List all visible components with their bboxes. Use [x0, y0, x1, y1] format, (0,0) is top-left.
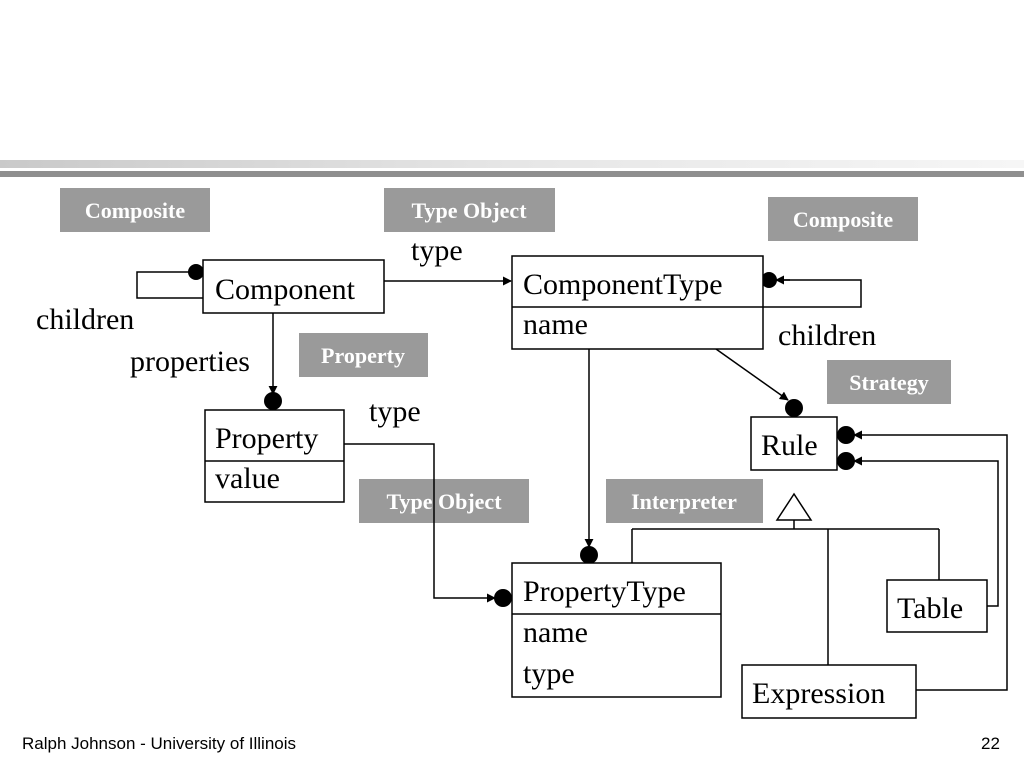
class-componenttype-name: ComponentType [523, 268, 723, 301]
label-component-type: type [411, 234, 463, 267]
badge-type-object-top: Type Object [384, 188, 555, 232]
badge-strategy-label: Strategy [849, 370, 928, 395]
header-rule [0, 160, 1024, 177]
componenttype-to-rule-line [715, 348, 789, 401]
property-to-propertytype-line [344, 443, 496, 603]
badge-property: Property [299, 333, 428, 377]
class-componenttype-attr-name: name [523, 308, 588, 341]
component-children-loop [136, 271, 203, 299]
class-componenttype[interactable]: ComponentType name [511, 255, 764, 350]
badge-composite-left-label: Composite [85, 198, 185, 223]
badge-type-object-bottom-label: Type Object [386, 489, 502, 514]
class-expression-name: Expression [752, 677, 885, 710]
class-expression[interactable]: Expression [741, 664, 917, 719]
class-propertytype-attr-name: name [523, 616, 588, 649]
badge-strategy: Strategy [827, 360, 951, 404]
footer-author: Ralph Johnson - University of Illinois [22, 734, 297, 753]
badge-composite-right: Composite [768, 197, 918, 241]
class-table[interactable]: Table [886, 579, 988, 633]
role-dots [188, 264, 855, 607]
badge-type-object-bottom: Type Object [359, 479, 529, 523]
class-propertytype[interactable]: PropertyType name type [511, 562, 722, 698]
badge-composite-right-label: Composite [793, 207, 893, 232]
label-property-type: type [369, 395, 421, 428]
connectors [136, 271, 1008, 691]
label-component-children: children [36, 303, 134, 336]
class-component[interactable]: Component [202, 259, 385, 314]
class-table-name: Table [897, 592, 963, 625]
class-property-attr-value: value [215, 462, 280, 495]
rule-inheritance-tree [631, 520, 940, 665]
badge-composite-left: Composite [60, 188, 210, 232]
class-property[interactable]: Property value [204, 409, 345, 503]
page-number: 22 [981, 734, 1000, 753]
badge-property-label: Property [321, 343, 405, 368]
class-propertytype-attr-type: type [523, 657, 575, 690]
generalization-triangle [775, 492, 813, 521]
badge-type-object-top-label: Type Object [411, 198, 527, 223]
badge-interpreter: Interpreter [606, 479, 763, 523]
class-component-name: Component [215, 273, 356, 306]
class-property-name: Property [215, 422, 318, 455]
class-rule[interactable]: Rule [750, 416, 838, 471]
badge-interpreter-label: Interpreter [631, 489, 737, 514]
expression-to-rule-line [853, 430, 1008, 691]
class-propertytype-name: PropertyType [523, 575, 686, 608]
label-properties: properties [130, 345, 250, 378]
table-to-rule-line [853, 456, 999, 607]
componenttype-children-loop [763, 279, 862, 308]
class-rule-name: Rule [761, 429, 818, 462]
label-componenttype-children: children [778, 319, 876, 352]
